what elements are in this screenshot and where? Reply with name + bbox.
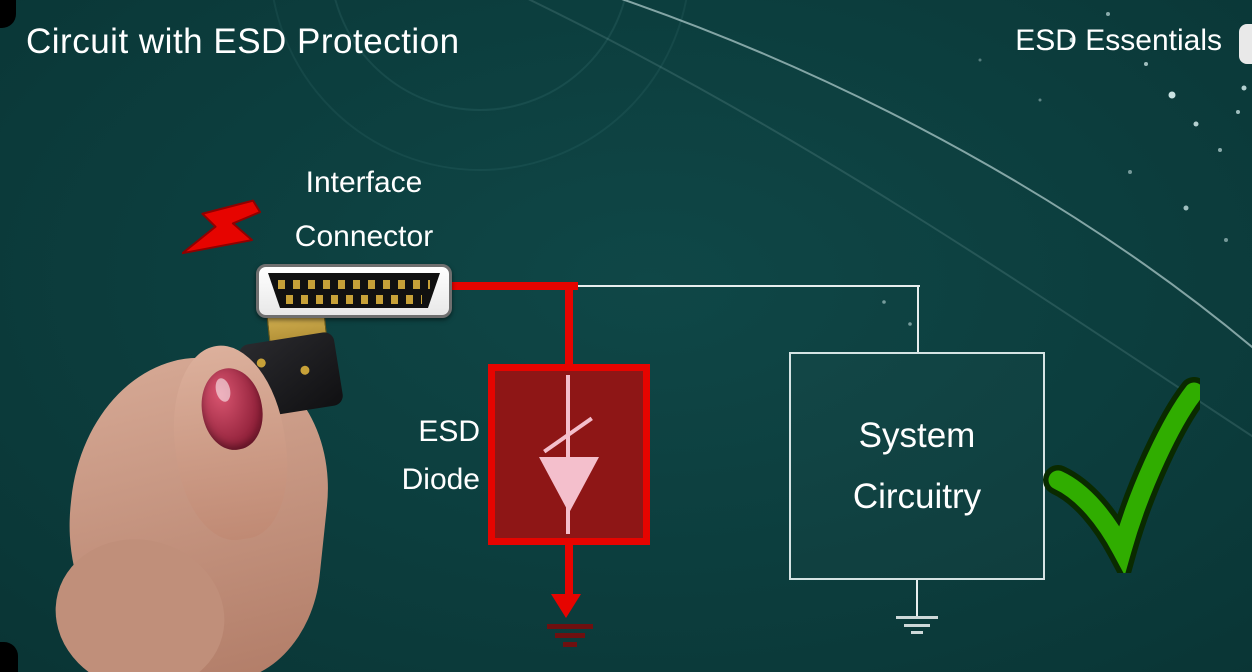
light-curve bbox=[621, 0, 1252, 349]
down-arrow-icon bbox=[551, 594, 581, 618]
system-circuitry-box: System Circuitry bbox=[789, 352, 1045, 580]
corner-mask bbox=[0, 0, 16, 28]
brand-logo-partial-icon bbox=[1239, 24, 1252, 64]
zener-anode-triangle bbox=[539, 457, 599, 513]
screw-dot-icon bbox=[299, 365, 311, 376]
ground-bar bbox=[563, 642, 577, 647]
zener-lead-line bbox=[566, 375, 570, 534]
page-title: Circuit with ESD Protection bbox=[26, 22, 460, 61]
connector-pins-row bbox=[278, 280, 430, 289]
connector-pins-row bbox=[286, 295, 422, 304]
connector-opening bbox=[268, 273, 440, 308]
ground-bar bbox=[555, 633, 585, 638]
hdmi-connector-icon bbox=[256, 264, 452, 318]
star-particles bbox=[882, 12, 1247, 326]
interface-connector-label-line1: Interface bbox=[305, 166, 423, 199]
esd-diode-box bbox=[488, 364, 650, 545]
ground-bar bbox=[904, 624, 930, 627]
wire-red-to-ground bbox=[565, 542, 573, 596]
ground-bar bbox=[547, 624, 593, 629]
esd-diode-label-line2: Diode bbox=[401, 463, 480, 496]
wire-red-into-diode bbox=[565, 282, 573, 374]
esd-diode-label: ESD Diode bbox=[340, 408, 480, 504]
ground-bar bbox=[911, 631, 923, 634]
brand-text: ESD Essentials bbox=[1015, 24, 1222, 57]
check-icon bbox=[1043, 377, 1200, 573]
lightning-icon bbox=[182, 199, 262, 255]
system-circuitry-label-line2: Circuitry bbox=[852, 477, 982, 516]
esd-diode-label-line1: ESD bbox=[418, 415, 480, 448]
interface-connector-label-line2: Connector bbox=[294, 220, 434, 253]
system-circuitry-label-line1: System bbox=[858, 415, 976, 455]
ground-bar bbox=[896, 616, 938, 619]
wire-to-system bbox=[573, 285, 920, 287]
wire-system-to-ground bbox=[916, 580, 918, 616]
wire-red-from-connector bbox=[444, 282, 578, 290]
light-curve-faint bbox=[527, 0, 1252, 438]
wire-into-system bbox=[917, 286, 919, 352]
corner-mask bbox=[0, 642, 18, 672]
interface-connector-label: Interface Connector bbox=[248, 156, 480, 264]
